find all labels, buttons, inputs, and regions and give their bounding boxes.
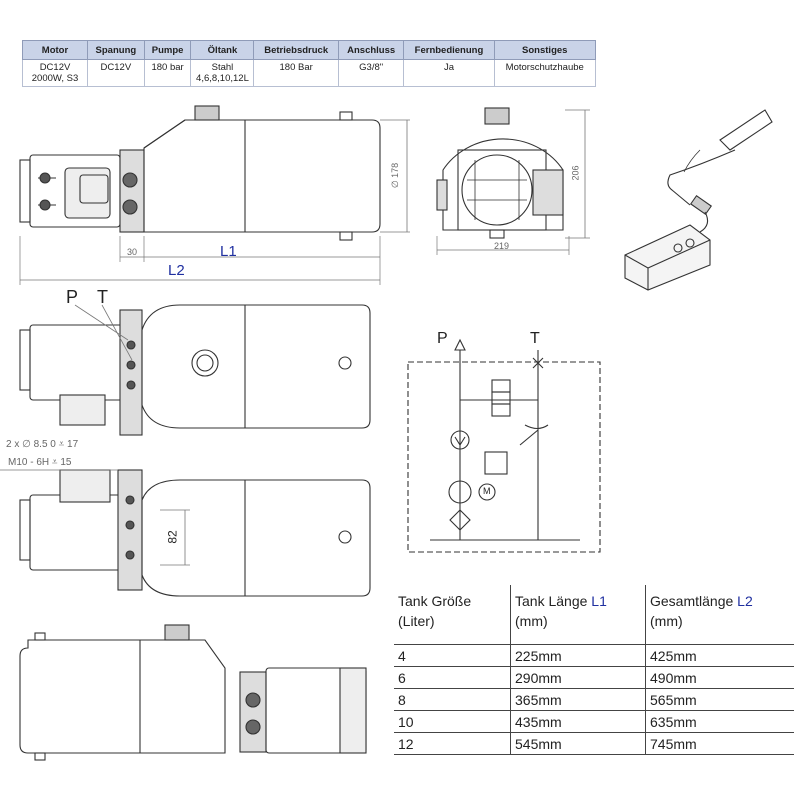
size-cell-l2: 745mm	[645, 732, 794, 755]
size-row: 6 290mm 490mm	[394, 666, 794, 689]
spec-cell: Ja	[403, 59, 495, 87]
size-row: 10 435mm 635mm	[394, 710, 794, 733]
front-view	[436, 107, 590, 255]
spec-header-cell: Fernbedienung	[403, 40, 495, 60]
dim-l1: L1	[220, 243, 237, 260]
size-header-col2: Tank Länge L1 (mm)	[510, 585, 646, 645]
size-row: 8 365mm 565mm	[394, 688, 794, 711]
remote-control	[624, 109, 773, 291]
thread-note: M10 - 6H ⩡ 15	[8, 457, 72, 468]
hole-note: 2 x ∅ 8.5 0 ⩡ 17	[6, 439, 79, 450]
dim-height: 206	[570, 165, 581, 181]
dim-width: 219	[494, 241, 510, 251]
schematic-t-label: T	[530, 330, 540, 347]
spec-header-cell: Sonstiges	[493, 40, 596, 60]
spec-cell: 180 Bar	[253, 59, 339, 87]
size-cell-liters: 4	[394, 644, 511, 667]
size-cell-l2: 565mm	[645, 688, 794, 711]
size-header-col3: Gesamtlänge L2 (mm)	[645, 585, 794, 645]
size-cell-l1: 225mm	[510, 644, 646, 667]
size-cell-l1: 290mm	[510, 666, 646, 689]
size-header-col2-unit: (mm)	[515, 613, 548, 629]
size-cell-liters: 6	[394, 666, 511, 689]
size-header-col1-line1: Tank Größe	[398, 593, 472, 609]
spec-cell: DC12V	[87, 59, 145, 87]
spec-header-cell: Betriebsdruck	[253, 40, 339, 60]
dim-30: 30	[127, 247, 138, 257]
size-cell-l1: 545mm	[510, 732, 646, 755]
dim-diameter: ∅ 178	[390, 162, 401, 189]
motor-symbol-label: M	[483, 486, 491, 496]
spec-header-cell: Anschluss	[337, 40, 405, 60]
size-cell-liters: 8	[394, 688, 511, 711]
spec-value-row: DC12V 2000W, S3 DC12V 180 bar Stahl 4,6,…	[22, 59, 596, 87]
size-cell-liters: 12	[394, 732, 511, 755]
spec-cell-motor: DC12V 2000W, S3	[22, 59, 88, 87]
spec-header-cell: Motor	[22, 40, 88, 60]
size-row: 4 225mm 425mm	[394, 644, 794, 667]
dim-82: 82	[165, 530, 180, 544]
size-cell-liters: 10	[394, 710, 511, 733]
top-view	[19, 304, 371, 436]
size-cell-l1: 365mm	[510, 688, 646, 711]
dim-l2: L2	[168, 262, 185, 279]
size-header-col3-key: L2	[737, 593, 753, 609]
tank-size-table: Tank Größe (Liter) Tank Länge L1 (mm) Ge…	[394, 585, 794, 755]
size-header-col1: Tank Größe (Liter)	[394, 585, 511, 645]
size-cell-l2: 635mm	[645, 710, 794, 733]
size-header-col3-text: Gesamtlänge	[650, 593, 738, 609]
port-t-label: T	[97, 287, 108, 307]
side-view	[19, 105, 410, 285]
size-cell-l2: 425mm	[645, 644, 794, 667]
spec-table: Motor Spanung Pumpe Öltank Betriebsdruck…	[22, 40, 596, 87]
size-header-col1-line2: (Liter)	[398, 613, 435, 629]
port-p-label: P	[66, 287, 79, 307]
schematic-p-label: P	[437, 330, 448, 347]
spec-header-cell: Spanung	[87, 40, 145, 60]
size-cell-l2: 490mm	[645, 666, 794, 689]
spec-cell: G3/8"	[337, 59, 405, 87]
size-header-row: Tank Größe (Liter) Tank Länge L1 (mm) Ge…	[394, 585, 794, 645]
hydraulic-schematic	[407, 338, 601, 553]
size-header-col2-key: L1	[591, 593, 607, 609]
size-header-col2-text: Tank Länge	[515, 593, 592, 609]
spec-cell-tank: Stahl 4,6,8,10,12L	[190, 59, 255, 87]
reverse-side-view	[19, 624, 367, 761]
spec-cell: Motorschutzhaube	[493, 59, 596, 87]
spec-cell: 180 bar	[143, 59, 192, 87]
mounting-view	[0, 469, 371, 597]
size-header-col3-unit: (mm)	[650, 613, 683, 629]
size-row: 12 545mm 745mm	[394, 732, 794, 755]
size-cell-l1: 435mm	[510, 710, 646, 733]
